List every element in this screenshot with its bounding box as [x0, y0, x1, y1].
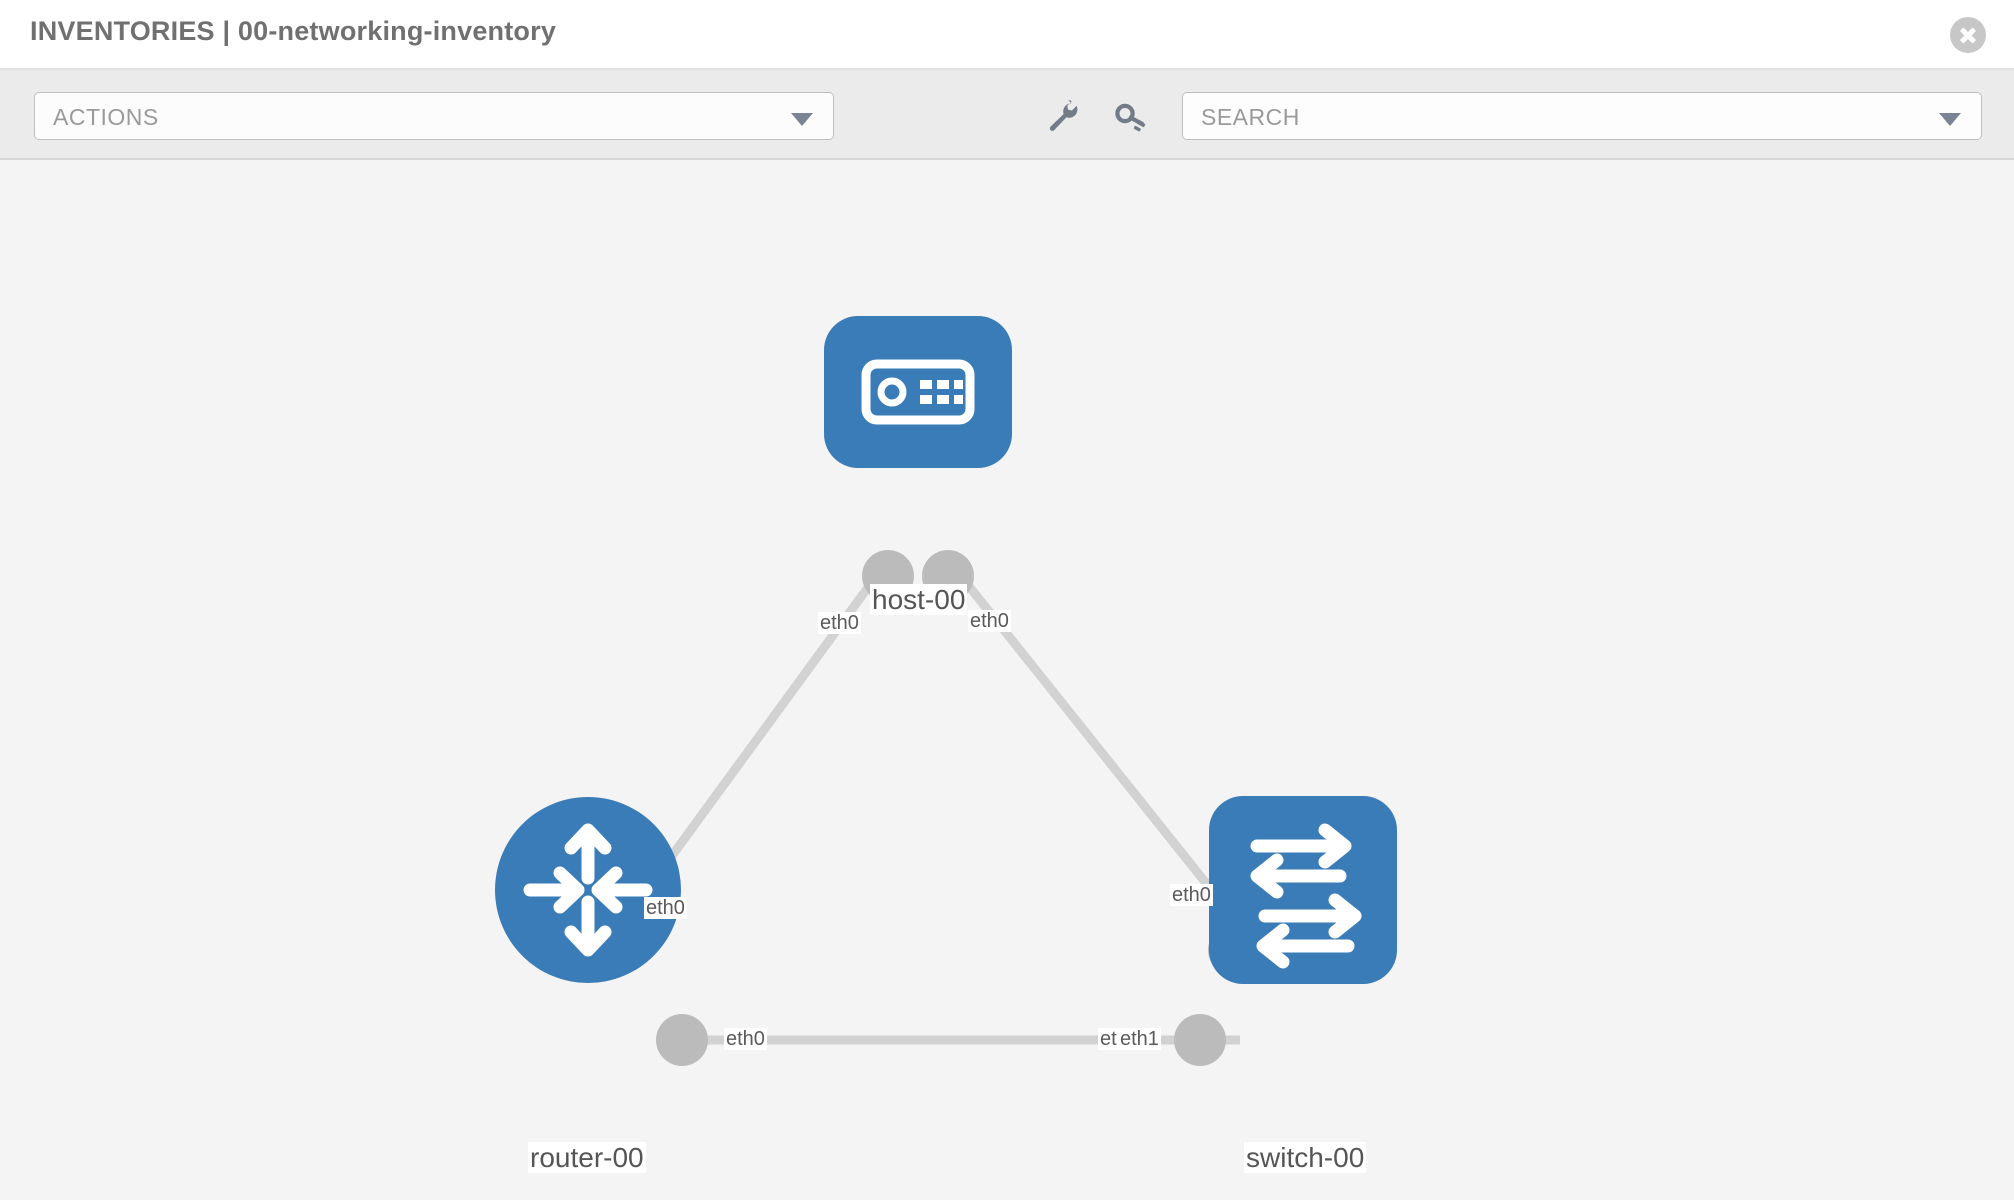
chevron-down-icon: [1939, 113, 1961, 126]
actions-dropdown-label: ACTIONS: [53, 104, 159, 130]
node-label-router: router-00: [528, 1142, 646, 1174]
topology-connectors: [656, 550, 1260, 1066]
topology-graph: [495, 316, 1397, 1066]
page-header: INVENTORIES | 00-networking-inventory: [0, 0, 2014, 70]
iface-label-switch-uplink: eth0: [1170, 884, 1213, 907]
connector-router-right: [656, 1014, 708, 1066]
close-icon[interactable]: [1950, 17, 1986, 53]
node-switch-00: [1209, 796, 1397, 984]
topology-links: [621, 557, 1249, 1045]
iface-label-host-right: eth0: [968, 610, 1011, 633]
page-title: INVENTORIES | 00-networking-inventory: [30, 16, 557, 46]
iface-label-router-uplink: eth0: [644, 897, 687, 920]
connector-switch-left: [1174, 1014, 1226, 1066]
iface-label-switch-eth1: eth1: [1118, 1028, 1161, 1051]
server-icon: [861, 359, 975, 425]
toolbar: ACTIONS SEARCH: [0, 70, 2014, 160]
router-arrows-icon: [523, 823, 653, 957]
key-icon[interactable]: [1114, 100, 1148, 134]
iface-label-host-left: eth0: [818, 612, 861, 635]
search-input-value: SEARCH: [1201, 104, 1300, 130]
chevron-down-icon: [791, 113, 813, 126]
search-input[interactable]: SEARCH: [1182, 92, 1982, 140]
topology-canvas[interactable]: host-00 router-00 switch-00 eth0 eth0 et…: [0, 160, 2014, 1200]
node-host-00: [824, 316, 1012, 468]
node-label-switch: switch-00: [1244, 1142, 1367, 1174]
switch-arrows-icon: [1250, 823, 1362, 969]
node-label-host: host-00: [870, 584, 968, 616]
iface-label-router-eth0: eth0: [724, 1028, 767, 1051]
actions-dropdown[interactable]: ACTIONS: [34, 92, 834, 140]
node-router-00: [495, 797, 681, 983]
wrench-icon[interactable]: [1046, 100, 1080, 134]
